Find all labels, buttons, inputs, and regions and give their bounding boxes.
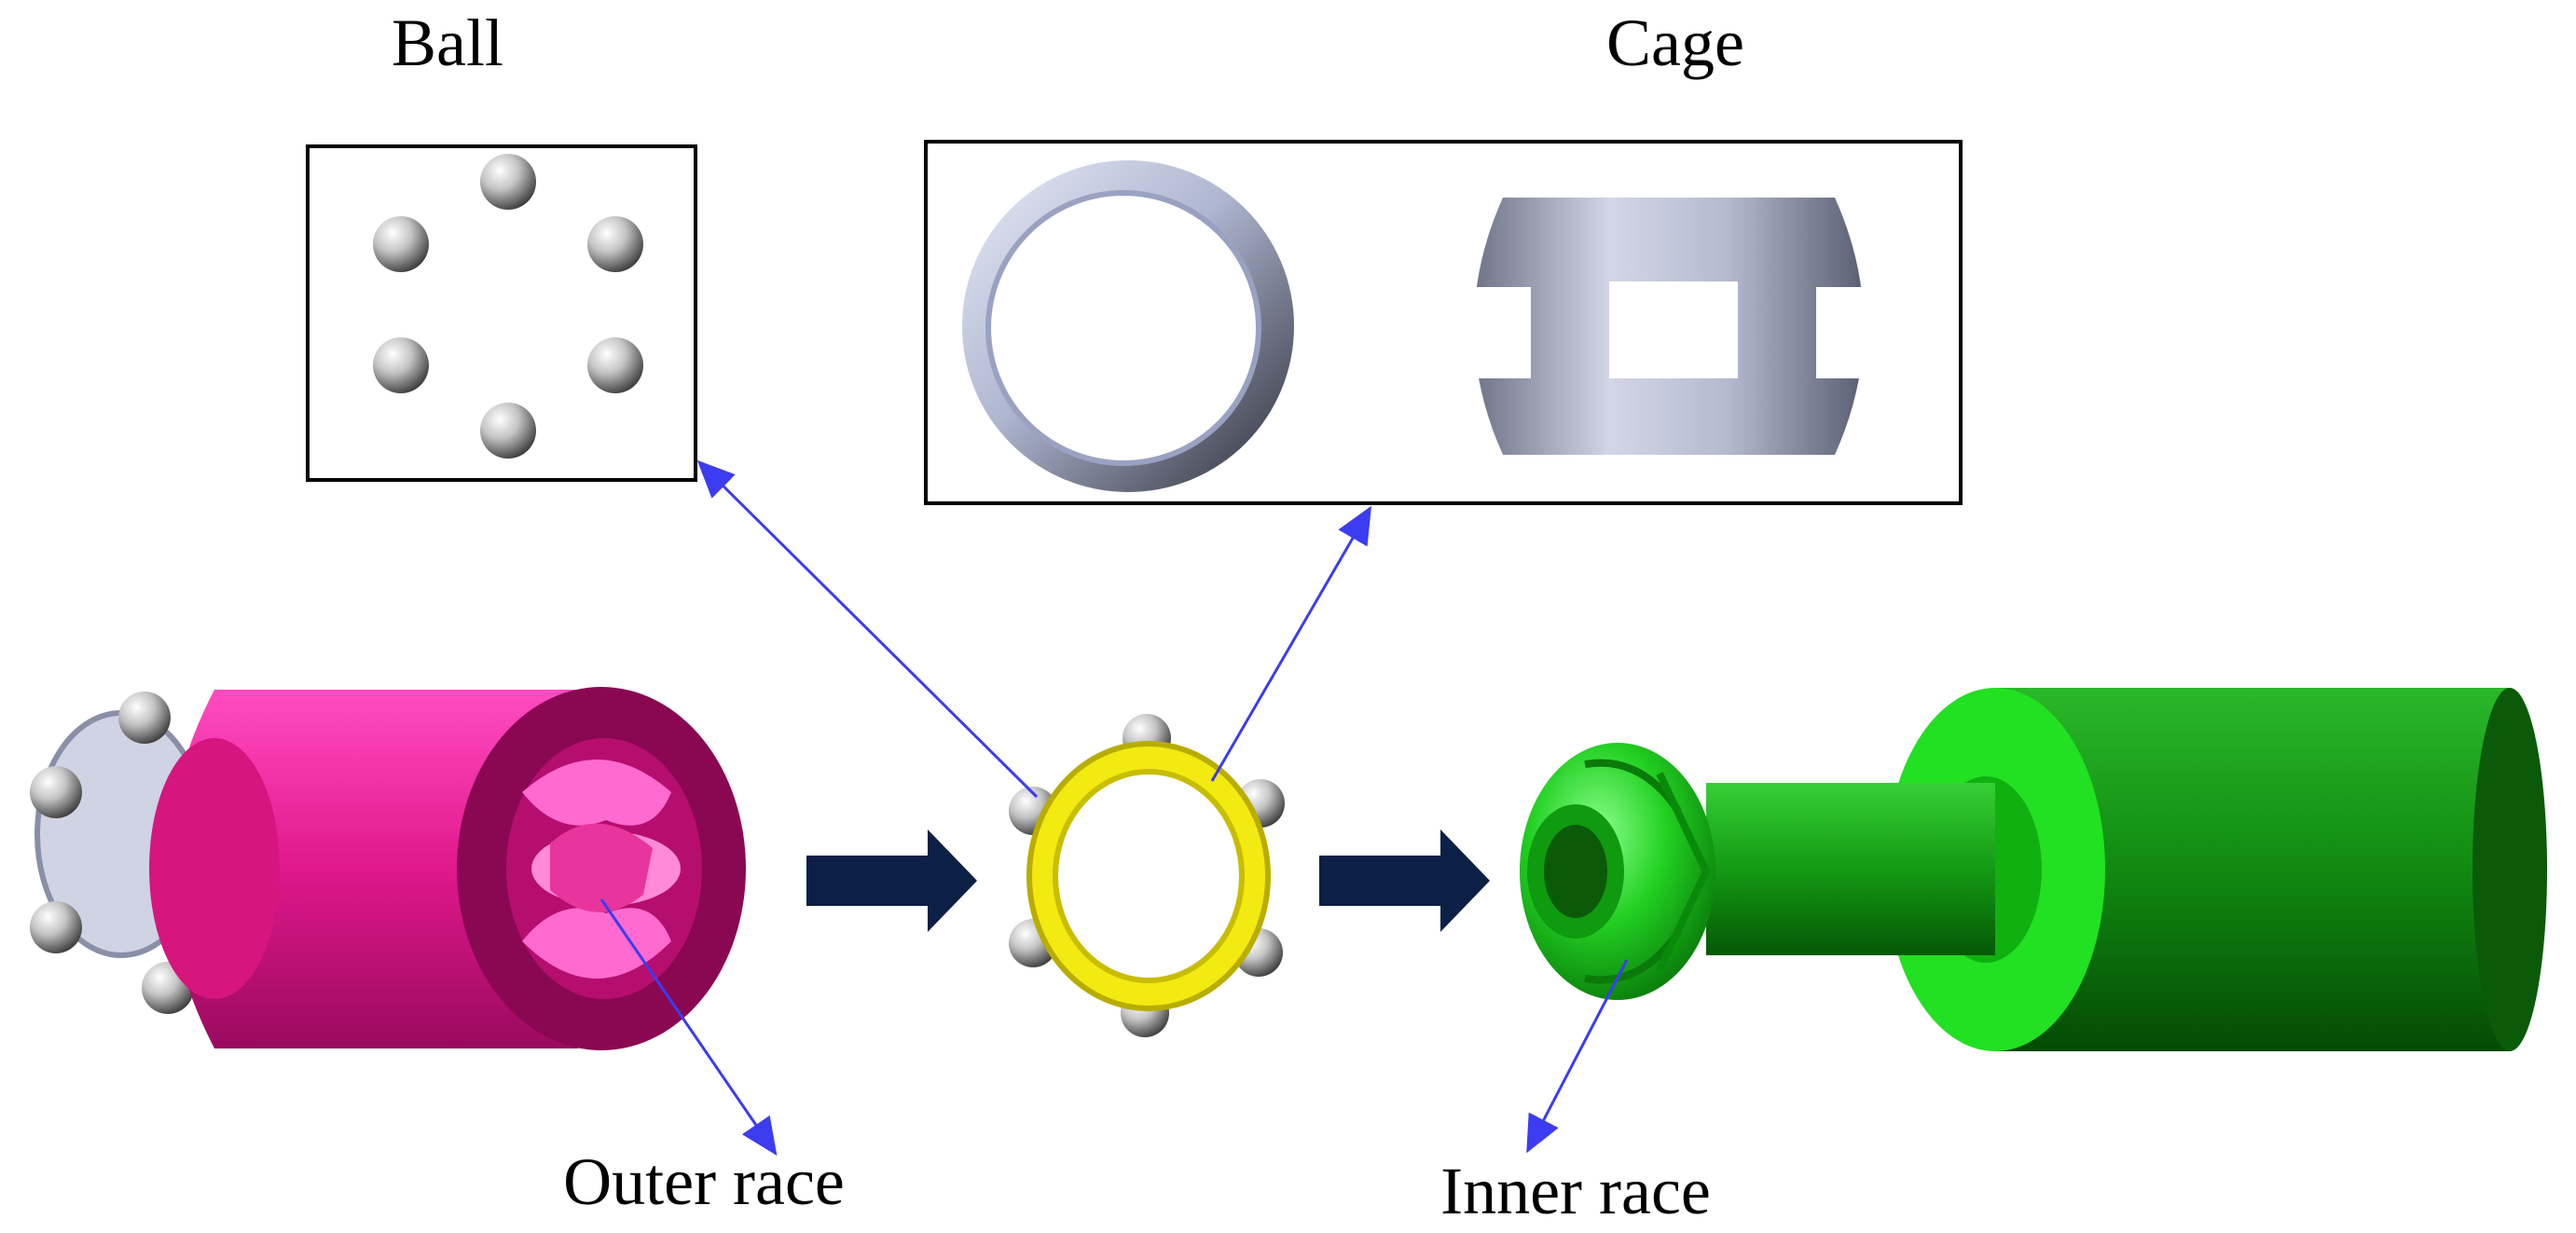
- ball-label: Ball: [392, 6, 503, 80]
- right-arrow-icon: [1319, 829, 1490, 932]
- pointer-arrow-icon: [1526, 959, 1629, 1154]
- outer-race-assembly: [30, 687, 746, 1050]
- ball: [587, 337, 643, 393]
- inner-race-label: Inner race: [1440, 1154, 1711, 1228]
- ball: [480, 403, 536, 459]
- cage-front-view: [962, 160, 1294, 492]
- cage-label: Cage: [1606, 6, 1744, 80]
- ball: [587, 216, 643, 272]
- pointer-arrow-icon: [696, 459, 1039, 799]
- ball: [480, 154, 536, 210]
- outer-race-label: Outer race: [563, 1144, 845, 1219]
- pointer-arrow-icon: [599, 898, 778, 1156]
- ball: [373, 337, 429, 393]
- ball: [373, 216, 429, 272]
- pointer-arrow-icon: [1210, 505, 1372, 782]
- cage-detail-panel: [924, 140, 1963, 505]
- cage-side-view: [1473, 198, 1874, 455]
- inner-race-assembly: [1520, 688, 2547, 1051]
- right-arrow-icon: [806, 829, 977, 932]
- ball-detail-panel: [306, 144, 697, 482]
- cage-ball-assembly: [1009, 714, 1285, 1037]
